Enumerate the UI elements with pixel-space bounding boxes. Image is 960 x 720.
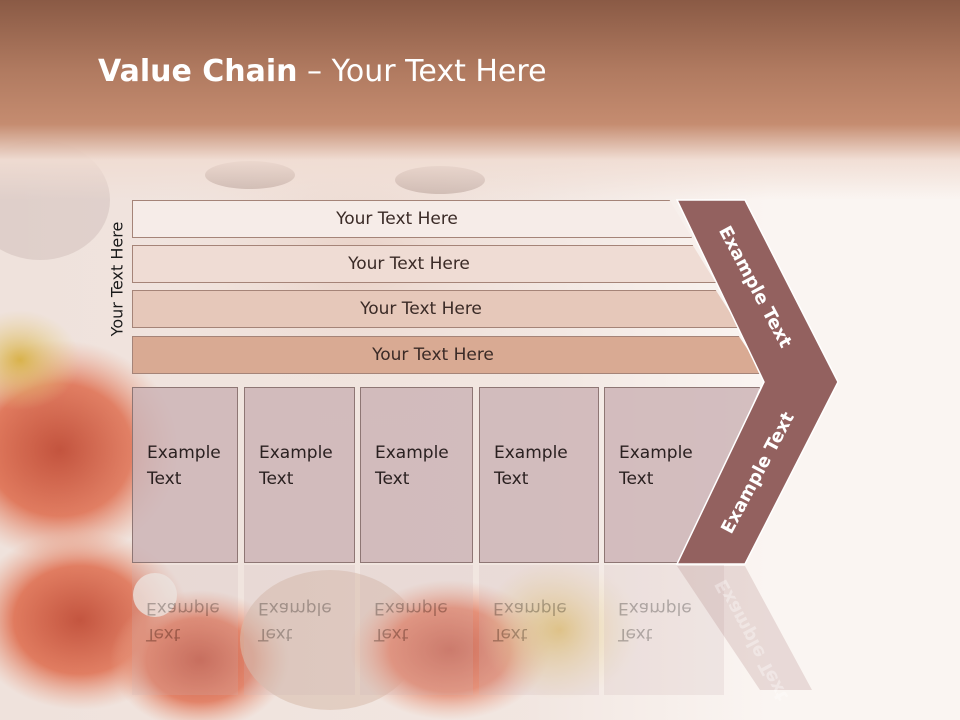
reflection-5-line2: Text: [618, 624, 653, 644]
column-2-line1: Example: [259, 443, 333, 463]
reflection-box-3: Text Example: [360, 565, 473, 695]
column-2-line2: Text: [259, 469, 294, 489]
row-bar-1-label: Your Text Here: [336, 209, 458, 229]
reflection-1-line1: Example: [146, 598, 220, 618]
column-3-line1: Example: [375, 443, 449, 463]
column-4-line1: Example: [494, 443, 568, 463]
reflection-1-line2: Text: [146, 624, 181, 644]
row-bar-1: Your Text Here: [132, 200, 692, 238]
column-5-line2: Text: [619, 469, 654, 489]
reflection-box-4: Text Example: [479, 565, 599, 695]
column-1-line1: Example: [147, 443, 221, 463]
column-box-4: Example Text: [479, 387, 599, 563]
row-bar-3: Your Text Here: [132, 290, 740, 328]
reflection-3-line1: Example: [374, 598, 448, 618]
reflection-4-line1: Example: [493, 598, 567, 618]
column-box-3: Example Text: [360, 387, 473, 563]
reflection-4-line2: Text: [493, 624, 528, 644]
column-4-line2: Text: [494, 469, 529, 489]
side-label-text: Your Text Here: [107, 221, 127, 337]
title-rest: – Your Text Here: [297, 54, 547, 89]
column-3-line2: Text: [375, 469, 410, 489]
header-band: [0, 0, 960, 200]
title-bold: Value Chain: [98, 54, 298, 89]
reflection-3-line2: Text: [374, 624, 409, 644]
column-1-line2: Text: [147, 469, 182, 489]
reflection-2-line1: Example: [258, 598, 332, 618]
row-bar-2-label: Your Text Here: [348, 254, 470, 274]
reflection-5-line1: Example: [618, 598, 692, 618]
column-5-line1: Example: [619, 443, 693, 463]
row-bar-2: Your Text Here: [132, 245, 716, 283]
reflection-box-1: Text Example: [132, 565, 238, 695]
reflection-2-line2: Text: [258, 624, 293, 644]
column-box-2: Example Text: [244, 387, 355, 563]
reflection-box-5: Text Example: [604, 565, 724, 695]
reflection-box-2: Text Example: [244, 565, 355, 695]
row-bar-4: Your Text Here: [132, 336, 764, 374]
column-box-1: Example Text: [132, 387, 238, 563]
row-bar-4-label: Your Text Here: [372, 345, 494, 365]
column-reflection: Text Example Text Example Text Example T…: [0, 565, 960, 695]
vertical-side-label: Your Text Here: [100, 204, 134, 354]
row-bar-3-label: Your Text Here: [360, 299, 482, 319]
slide-title: Value Chain – Your Text Here: [98, 54, 547, 89]
